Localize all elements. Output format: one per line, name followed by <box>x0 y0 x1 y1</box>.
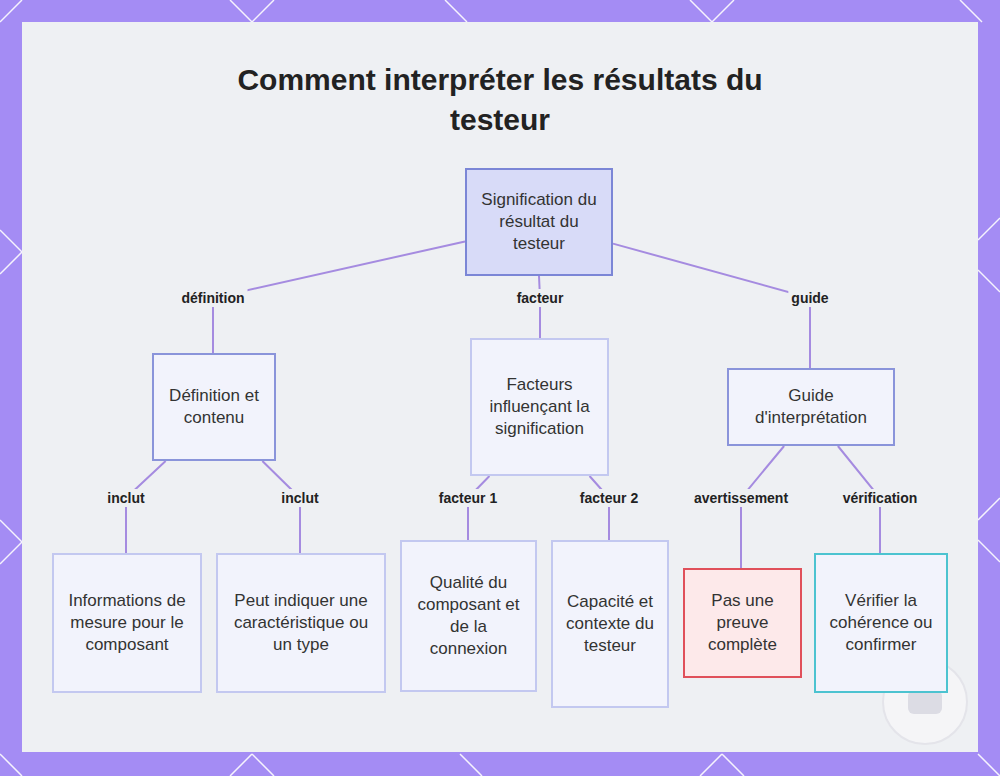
connector-line <box>590 476 609 540</box>
connector-line <box>262 461 300 553</box>
leaf-box: Capacité et contexte du testeur <box>551 540 669 708</box>
edge-label: facteur 2 <box>577 489 641 507</box>
edge-label: définition <box>179 289 248 307</box>
connector-line <box>741 446 784 568</box>
edge-label: guide <box>788 289 831 307</box>
node-text: Définition et contenu <box>166 385 262 429</box>
root-box: Signification du résultat du testeur <box>465 168 613 276</box>
connector-line <box>213 241 465 353</box>
category-box: Définition et contenu <box>152 353 276 461</box>
warning-box: Pas une preuve complète <box>683 568 802 678</box>
node-text: Capacité et contexte du testeur <box>565 591 655 657</box>
node-text: Guide d'interprétation <box>741 385 881 429</box>
edge-label: facteur <box>514 289 567 307</box>
category-box: Guide d'interprétation <box>727 368 895 446</box>
node-text: Qualité du composant et de la connexion <box>414 572 523 660</box>
edge-label: avertissement <box>691 489 791 507</box>
leaf-box: Peut indiquer une caractéristique ou un … <box>216 553 386 693</box>
node-text: Peut indiquer une caractéristique ou un … <box>230 590 372 656</box>
node-text: Pas une preuve complète <box>697 590 788 656</box>
leaf-box: Qualité du composant et de la connexion <box>400 540 537 692</box>
node-text: Signification du résultat du testeur <box>479 189 599 255</box>
category-box: Facteurs influençant la signification <box>470 338 609 476</box>
node-text: Facteurs influençant la signification <box>484 374 595 440</box>
connector-line <box>468 476 489 540</box>
node-text: Informations de mesure pour le composant <box>66 590 188 656</box>
check-box: Vérifier la cohérence ou confirmer <box>814 553 948 693</box>
edge-label: vérification <box>840 489 921 507</box>
edge-label: inclut <box>104 489 147 507</box>
connector-line <box>539 276 540 338</box>
node-text: Vérifier la cohérence ou confirmer <box>828 590 934 656</box>
leaf-box: Informations de mesure pour le composant <box>52 553 202 693</box>
diagram-title: Comment interpréter les résultats du tes… <box>200 60 800 140</box>
edge-label: facteur 1 <box>436 489 500 507</box>
connector-line <box>613 244 810 368</box>
edge-label: inclut <box>278 489 321 507</box>
connector-line <box>126 461 166 553</box>
